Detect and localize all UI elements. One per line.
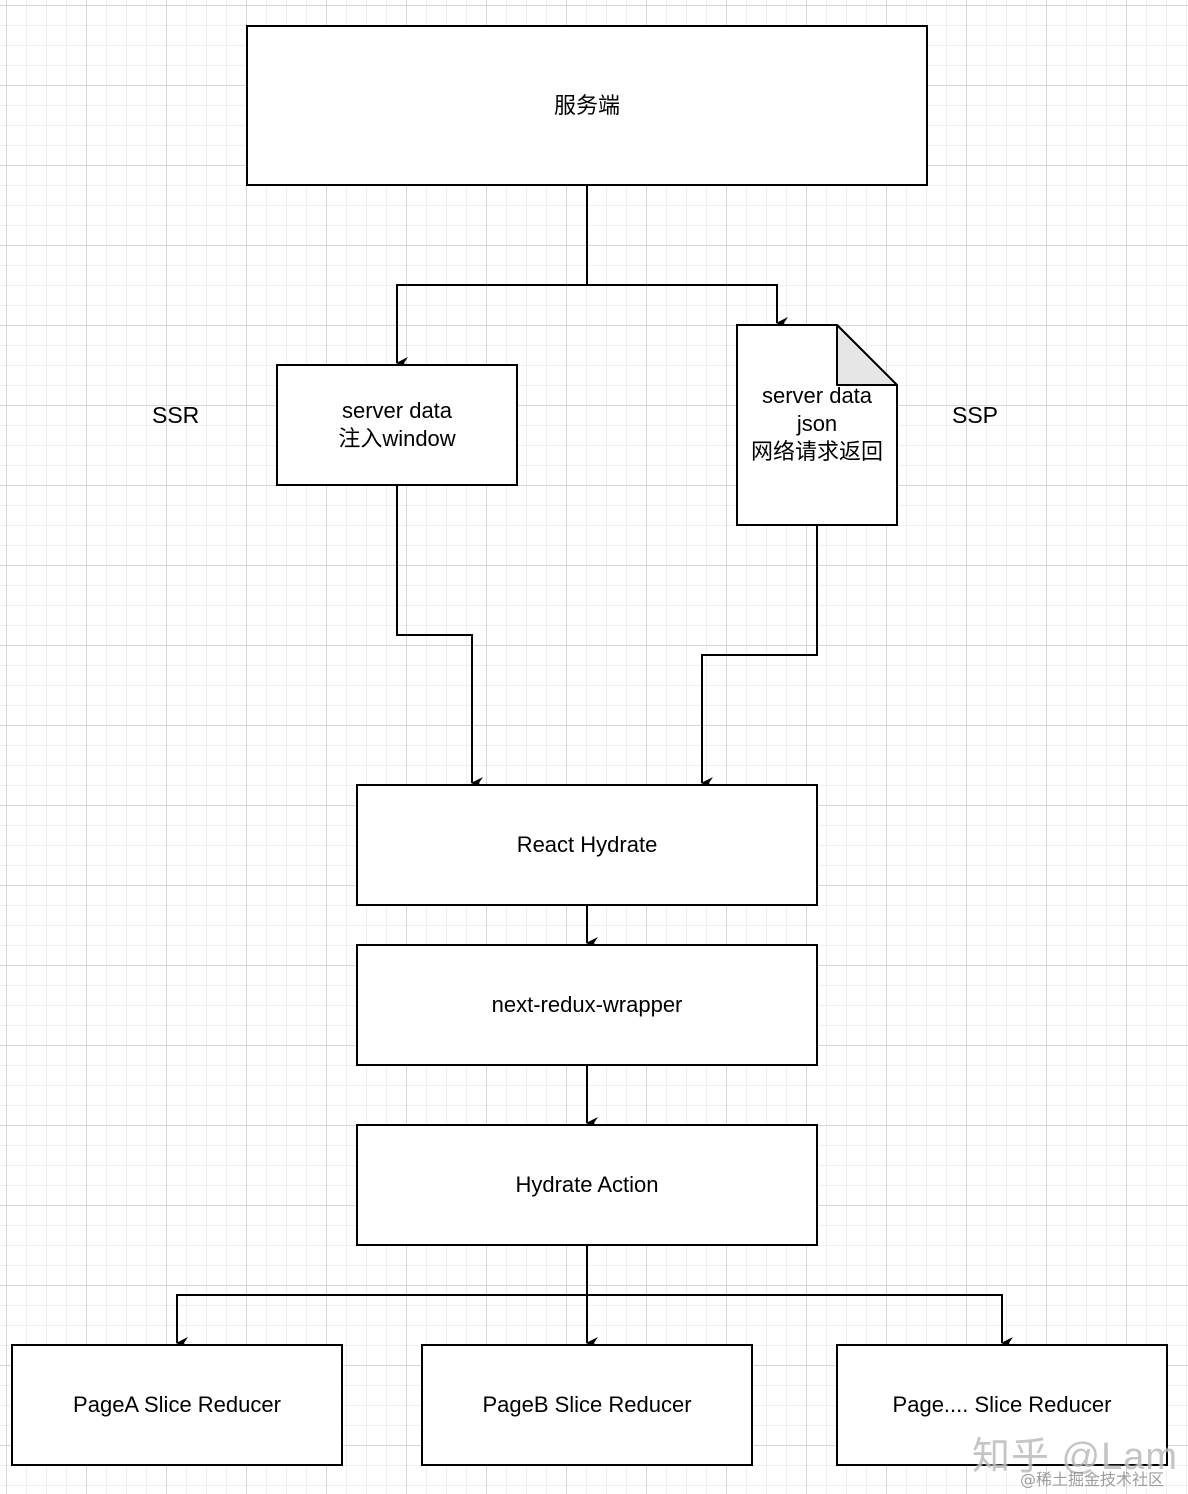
page-a-reducer-label: PageA Slice Reducer	[73, 1392, 281, 1417]
edge-ssr-data-to-react-hydrate	[396, 485, 483, 789]
ssp-doc-node: server data json 网络请求返回	[737, 382, 897, 466]
server-node-label: 服务端	[553, 92, 620, 118]
edge-hydrate-action-to-page-etc	[587, 1294, 1013, 1349]
next-redux-wrapper-node: next-redux-wrapper	[356, 944, 818, 1066]
ssp-doc-label-line1: server data	[761, 383, 873, 408]
ssr-data-node: server data 注入window	[276, 364, 518, 486]
react-hydrate-label: React Hydrate	[516, 832, 658, 857]
page-a-reducer-node: PageA Slice Reducer	[11, 1344, 343, 1466]
page-etc-reducer-node: Page.... Slice Reducer	[836, 1344, 1168, 1466]
hydrate-action-node: Hydrate Action	[356, 1124, 818, 1246]
react-hydrate-node: React Hydrate	[356, 784, 818, 906]
hydrate-action-label: Hydrate Action	[515, 1172, 659, 1197]
ssr-data-label-line2: 注入window	[338, 426, 456, 451]
document-shape-ssp	[736, 324, 898, 526]
ssp-doc-label-line2: json	[796, 411, 838, 436]
server-node: 服务端	[246, 25, 928, 186]
page-b-reducer-node: PageB Slice Reducer	[421, 1344, 753, 1466]
next-redux-wrapper-label: next-redux-wrapper	[491, 992, 683, 1017]
edge-server-to-ssr-data	[396, 185, 588, 369]
edge-server-to-ssp-doc	[587, 284, 788, 329]
page-etc-reducer-label: Page.... Slice Reducer	[892, 1392, 1112, 1417]
ssp-doc-label-line3: 网络请求返回	[750, 439, 883, 464]
edge-hydrate-action-to-page-a	[176, 1294, 587, 1349]
page-b-reducer-label: PageB Slice Reducer	[482, 1392, 692, 1417]
ssr-label: SSR	[152, 402, 200, 428]
juejin-watermark: @稀土掘金技术社区	[1020, 1470, 1165, 1489]
edge-ssp-doc-to-react-hydrate	[701, 525, 818, 789]
zhihu-watermark: 知乎 @Lam	[972, 1436, 1179, 1478]
ssr-data-label-line1: server data	[341, 398, 453, 423]
ssp-label: SSP	[952, 402, 999, 428]
